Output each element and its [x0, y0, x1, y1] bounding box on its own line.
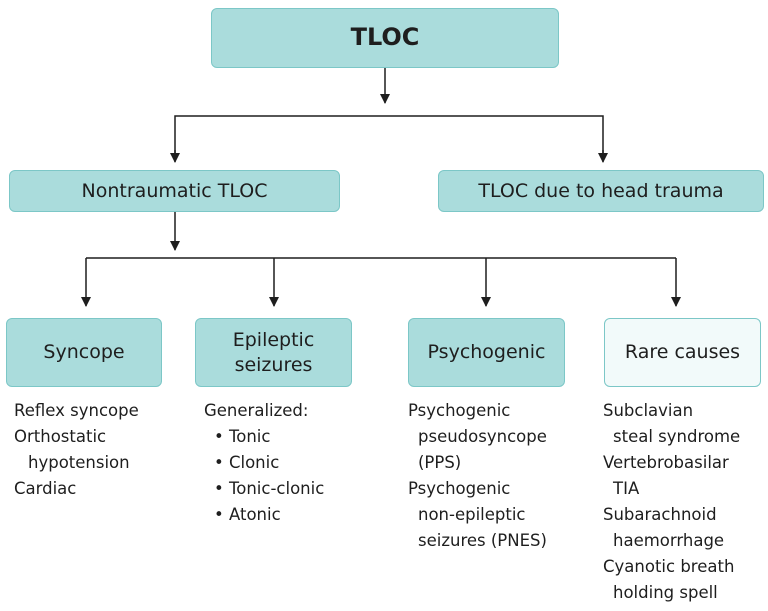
syncope-list: Reflex syncope Orthostatic hypotension C… [14, 398, 139, 502]
rare-causes-box: Rare causes [604, 318, 761, 387]
syncope-label: Syncope [43, 341, 125, 364]
rare-causes-list: Subclavian steal syndrome Vertebrobasila… [603, 398, 740, 606]
rare-causes-item: TIA [613, 479, 640, 498]
psychogenic-item: pseudosyncope [418, 427, 547, 446]
epileptic-seizures-label: Epileptic seizures [233, 328, 315, 377]
epileptic-item: • Tonic-clonic [214, 479, 325, 498]
tloc-root-label: TLOC [350, 23, 420, 52]
rare-causes-label: Rare causes [624, 341, 741, 364]
psychogenic-list: Psychogenic pseudosyncope (PPS) Psychoge… [408, 398, 547, 554]
rare-causes-item: Cyanotic breath [603, 557, 735, 576]
syncope-item: Reflex syncope [14, 401, 139, 420]
psychogenic-item: seizures (PNES) [418, 531, 547, 550]
nontraumatic-tloc-box: Nontraumatic TLOC [9, 170, 340, 212]
epileptic-list: Generalized: • Tonic • Clonic • Tonic-cl… [204, 398, 324, 528]
rare-causes-item: holding spell [613, 583, 718, 602]
syncope-item: hypotension [28, 453, 130, 472]
epileptic-label-line-1: Epileptic [232, 328, 315, 351]
tloc-root-box: TLOC [211, 8, 559, 68]
branch-level1 [174, 115, 604, 160]
nontraumatic-tloc-label: Nontraumatic TLOC [81, 179, 268, 202]
syncope-item: Cardiac [14, 479, 77, 498]
epileptic-label-line-2: seizures [234, 353, 313, 376]
rare-causes-item: Subarachnoid [603, 505, 717, 524]
psychogenic-item: Psychogenic [408, 401, 511, 420]
epileptic-item: • Tonic [214, 427, 271, 446]
syncope-item: Orthostatic [14, 427, 107, 446]
psychogenic-item: Psychogenic [408, 479, 511, 498]
epileptic-item: Generalized: [204, 401, 309, 420]
psychogenic-label: Psychogenic [427, 341, 546, 364]
syncope-box: Syncope [6, 318, 162, 387]
epileptic-item: • Atonic [214, 505, 281, 524]
rare-causes-item: steal syndrome [613, 427, 741, 446]
rare-causes-item: Subclavian [603, 401, 694, 420]
head-trauma-tloc-box: TLOC due to head trauma [438, 170, 764, 212]
epileptic-item: • Clonic [214, 453, 280, 472]
psychogenic-item: (PPS) [418, 453, 462, 472]
psychogenic-item: non-epileptic [418, 505, 526, 524]
rare-causes-item: haemorrhage [613, 531, 725, 550]
rare-causes-item: Vertebrobasilar [603, 453, 729, 472]
psychogenic-box: Psychogenic [408, 318, 565, 387]
epileptic-seizures-box: Epileptic seizures [195, 318, 352, 387]
head-trauma-tloc-label: TLOC due to head trauma [478, 179, 724, 202]
